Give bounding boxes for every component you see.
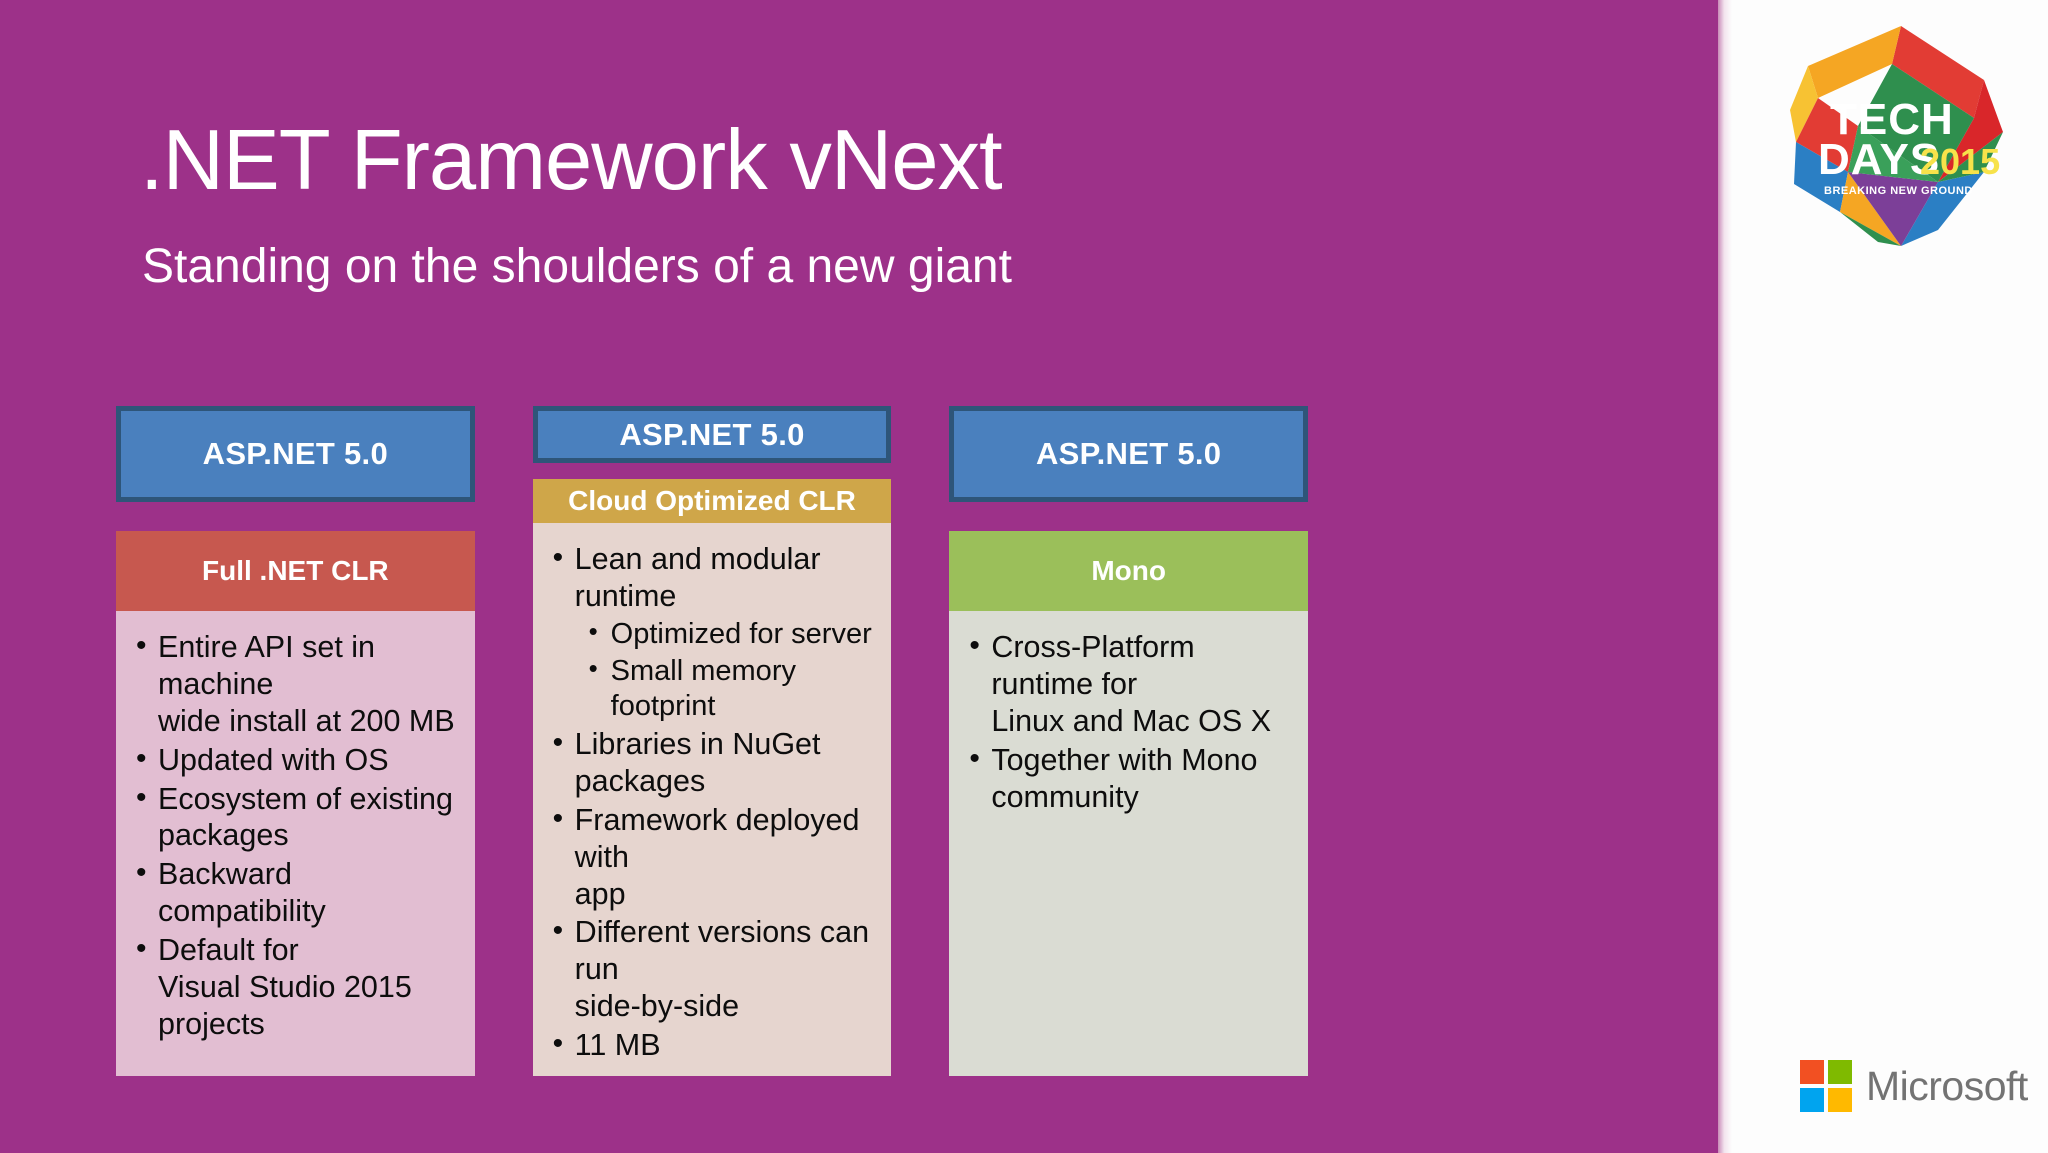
column-1-top-header: ASP.NET 5.0 bbox=[116, 406, 475, 502]
page-subtitle: Standing on the shoulders of a new giant bbox=[142, 240, 1012, 293]
column-2-top-header: ASP.NET 5.0 bbox=[532, 406, 892, 464]
column-full-net-clr: ASP.NET 5.0 Full .NET CLR Entire API set… bbox=[116, 406, 475, 1076]
column-2-body: Lean and modular runtime Optimized for s… bbox=[532, 522, 892, 1076]
list-item: Updated with OS bbox=[130, 741, 461, 779]
column-3-top-header: ASP.NET 5.0 bbox=[949, 406, 1309, 502]
column-1-runtime-header: Full .NET CLR bbox=[116, 531, 475, 611]
logo-square-red bbox=[1800, 1060, 1824, 1084]
panel-edge-gradient bbox=[1718, 0, 1732, 1153]
list-item: Small memory footprint bbox=[547, 653, 878, 724]
column-2-spacer bbox=[533, 463, 892, 479]
svg-text:2015: 2015 bbox=[1920, 141, 2000, 182]
column-mono: ASP.NET 5.0 Mono Cross-Platform runtime … bbox=[949, 406, 1309, 1076]
list-item: Libraries in NuGet packages bbox=[547, 725, 878, 800]
column-2-bullet-list: Lean and modular runtime Optimized for s… bbox=[547, 540, 878, 1064]
logo-square-yellow bbox=[1828, 1088, 1852, 1112]
list-item: Optimized for server bbox=[547, 616, 878, 652]
list-item: Lean and modular runtime bbox=[547, 540, 878, 615]
column-3-spacer bbox=[949, 502, 1308, 531]
microsoft-wordmark: Microsoft bbox=[1866, 1062, 2028, 1109]
techdays-2015-logo: TECH DAYS 2015 BREAKING NEW GROUND bbox=[1788, 22, 2014, 250]
microsoft-logo-squares bbox=[1800, 1060, 1852, 1112]
list-item: 11 MB bbox=[547, 1026, 878, 1064]
logo-square-blue bbox=[1800, 1088, 1824, 1112]
logo-square-green bbox=[1828, 1060, 1852, 1084]
microsoft-logo: Microsoft bbox=[1800, 1060, 2028, 1112]
column-2-runtime-header: Cloud Optimized CLR bbox=[532, 479, 892, 523]
column-cloud-optimized-clr: ASP.NET 5.0 Cloud Optimized CLR Lean and… bbox=[532, 406, 892, 1076]
svg-text:BREAKING NEW GROUND: BREAKING NEW GROUND bbox=[1824, 185, 1973, 197]
column-1-spacer bbox=[116, 502, 475, 531]
comparison-columns: ASP.NET 5.0 Full .NET CLR Entire API set… bbox=[116, 406, 1309, 1076]
page-title: .NET Framework vNext bbox=[140, 113, 1003, 208]
list-item: Backward compatibility bbox=[130, 855, 461, 930]
svg-text:DAYS: DAYS bbox=[1818, 135, 1940, 184]
column-3-runtime-header: Mono bbox=[949, 531, 1309, 611]
svg-text:TECH: TECH bbox=[1830, 95, 1954, 144]
